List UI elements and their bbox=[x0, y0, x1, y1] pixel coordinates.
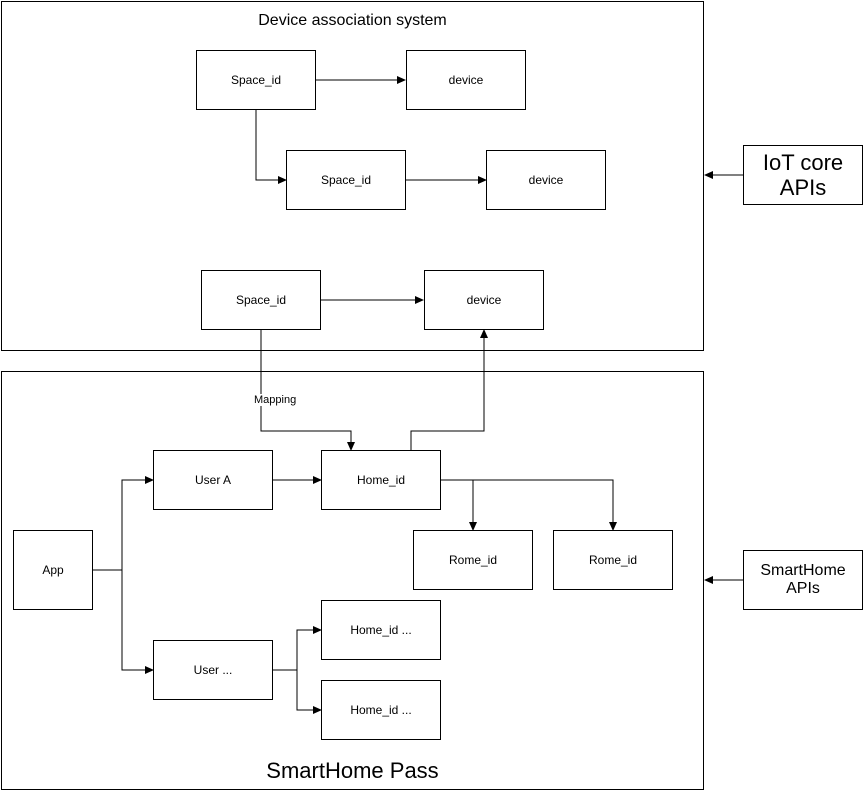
device-association-system-container: Device association system bbox=[1, 1, 704, 351]
smarthome-pass-title: SmartHome Pass bbox=[266, 758, 439, 783]
iot-core-apis-box: IoT core APIs bbox=[743, 145, 863, 205]
user-a-node: User A bbox=[153, 450, 273, 510]
edge-space3-home-mapping bbox=[260, 330, 355, 451]
device-node-3: device bbox=[424, 270, 544, 330]
edge-home-rome1 bbox=[441, 479, 477, 531]
device-node-2: device bbox=[486, 150, 606, 210]
edge-app-user-other bbox=[121, 570, 154, 674]
rome-id-node-1: Rome_id bbox=[413, 530, 533, 590]
smarthome-pass-container: SmartHome Pass bbox=[1, 371, 704, 790]
space-id-node-3: Space_id bbox=[201, 270, 321, 330]
iot-core-apis-line1: IoT core bbox=[762, 149, 844, 175]
user-other-node: User ... bbox=[153, 640, 273, 700]
home-id-other-node-2: Home_id ... bbox=[321, 680, 441, 740]
iot-core-apis-line2: APIs bbox=[779, 175, 827, 200]
home-id-node: Home_id bbox=[321, 450, 441, 510]
mapping-label: Mapping bbox=[253, 394, 298, 406]
edge-user-other-home-other1 bbox=[273, 626, 322, 671]
smarthome-apis-box: SmartHome APIs bbox=[743, 550, 863, 610]
edge-home-rome2 bbox=[473, 479, 617, 531]
edge-app-user-a bbox=[93, 476, 154, 571]
edge-space1-space2 bbox=[255, 110, 287, 184]
app-node: App bbox=[13, 530, 93, 610]
edge-user-other-home-other2 bbox=[296, 670, 322, 714]
smarthome-apis-line2: APIs bbox=[786, 580, 820, 597]
smarthome-apis-line1: SmartHome bbox=[760, 561, 846, 579]
edge-home-device3 bbox=[410, 329, 488, 450]
device-association-system-title: Device association system bbox=[258, 12, 447, 29]
rome-id-node-2: Rome_id bbox=[553, 530, 673, 590]
device-node-1: device bbox=[406, 50, 526, 110]
space-id-node-2: Space_id bbox=[286, 150, 406, 210]
space-id-node-1: Space_id bbox=[196, 50, 316, 110]
home-id-other-node-1: Home_id ... bbox=[321, 600, 441, 660]
